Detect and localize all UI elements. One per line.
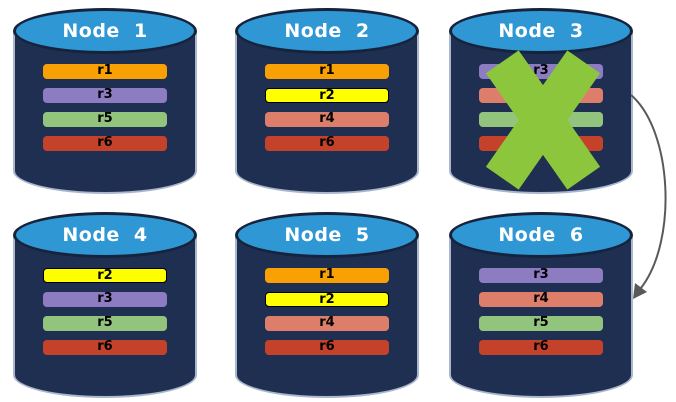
cylinder-top: Node 1 xyxy=(13,8,197,54)
replica-bar-r5: r5 xyxy=(43,112,167,127)
replica-bar-r6: r6 xyxy=(479,340,603,355)
cylinder-node-2: Node 2 r1 r2 r4 r6 xyxy=(235,8,419,194)
cylinder-top: Node 4 xyxy=(13,212,197,258)
node-title: Node 5 xyxy=(284,224,370,246)
replica-bar-r6: r6 xyxy=(43,340,167,355)
replica-bar-list: r1 r3 r5 r6 xyxy=(43,64,167,160)
replication-arrow xyxy=(630,94,667,299)
replica-bar-r5: r5 xyxy=(479,316,603,331)
replica-bar-r3: r3 xyxy=(43,88,167,103)
cylinder-top: Node 6 xyxy=(449,212,633,258)
cylinder-top: Node 2 xyxy=(235,8,419,54)
node-title: Node 1 xyxy=(62,20,148,42)
node-title: Node 2 xyxy=(284,20,370,42)
replica-bar-list: r1 r2 r4 r6 xyxy=(265,64,389,160)
cylinder-node-4: Node 4 r2 r3 r5 r6 xyxy=(13,212,197,398)
replica-bar-r6: r6 xyxy=(265,340,389,355)
replica-bar-r6: r6 xyxy=(43,136,167,151)
replica-bar-r2: r2 xyxy=(265,292,389,307)
replica-bar-r1: r1 xyxy=(265,64,389,79)
cylinder-top: Node 5 xyxy=(235,212,419,258)
replica-bar-r1: r1 xyxy=(43,64,167,79)
replica-bar-r5: r5 xyxy=(43,316,167,331)
replica-bar-r4: r4 xyxy=(479,292,603,307)
replica-bar-r1: r1 xyxy=(265,268,389,283)
replica-bar-r3: r3 xyxy=(43,292,167,307)
replica-bar-r2: r2 xyxy=(43,268,167,283)
cylinder-top: Node 3 xyxy=(449,8,633,54)
cylinder-node-6: Node 6 r3 r4 r5 r6 xyxy=(449,212,633,398)
node-title: Node 3 xyxy=(498,20,584,42)
failure-cross-icon xyxy=(485,49,601,190)
replica-bar-r6: r6 xyxy=(265,136,389,151)
cylinder-node-5: Node 5 r1 r2 r4 r6 xyxy=(235,212,419,398)
cylinder-node-3: Node 3r3r4r5r6 xyxy=(449,8,633,194)
node-title: Node 6 xyxy=(498,224,584,246)
replica-bar-r2: r2 xyxy=(265,88,389,103)
arrow-head-icon xyxy=(633,283,647,299)
replica-bar-r4: r4 xyxy=(265,316,389,331)
replica-bar-list: r2 r3 r5 r6 xyxy=(43,268,167,364)
replica-bar-r3: r3 xyxy=(479,268,603,283)
arrow-curve xyxy=(630,94,667,289)
replica-bar-r4: r4 xyxy=(265,112,389,127)
replica-bar-list: r3 r4 r5 r6 xyxy=(479,268,603,364)
replica-bar-list: r1 r2 r4 r6 xyxy=(265,268,389,364)
cylinder-node-1: Node 1 r1 r3 r5 r6 xyxy=(13,8,197,194)
node-title: Node 4 xyxy=(62,224,148,246)
